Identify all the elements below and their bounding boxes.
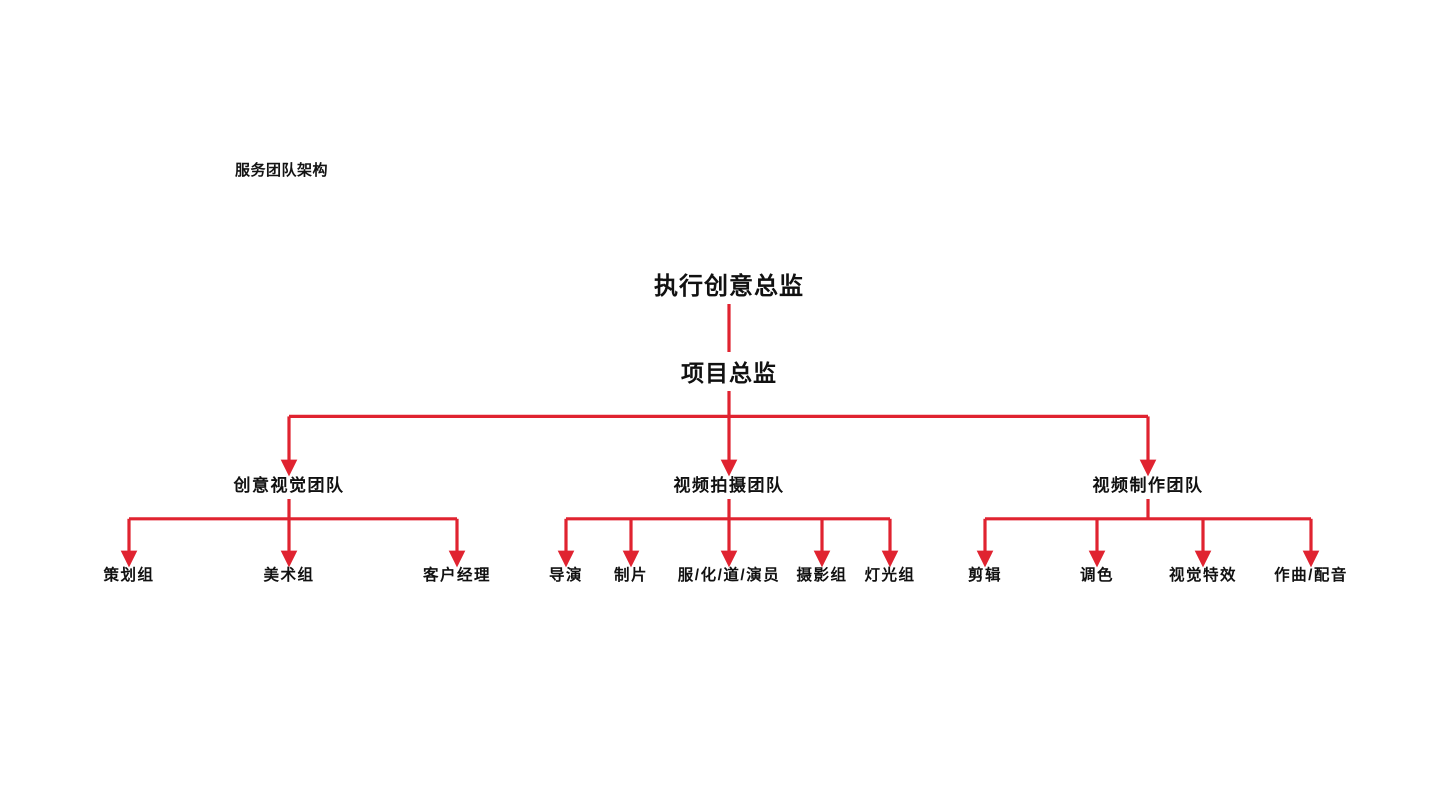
org-node-n1[interactable]: 项目总监 <box>681 360 777 386</box>
org-node-l7[interactable]: 摄影组 <box>796 567 848 584</box>
org-node-g3[interactable]: 视频制作团队 <box>1092 476 1204 495</box>
org-node-g2[interactable]: 视频拍摄团队 <box>673 476 785 495</box>
org-node-l3[interactable]: 客户经理 <box>422 567 492 584</box>
org-node-l11[interactable]: 视觉特效 <box>1168 567 1238 584</box>
org-node-l2[interactable]: 美术组 <box>263 567 315 584</box>
org-node-l12[interactable]: 作曲/配音 <box>1274 567 1348 584</box>
org-node-l1[interactable]: 策划组 <box>103 567 155 584</box>
org-node-n0[interactable]: 执行创意总监 <box>654 273 804 300</box>
org-node-l10[interactable]: 调色 <box>1079 567 1115 584</box>
org-node-l4[interactable]: 导演 <box>548 567 584 584</box>
org-node-l9[interactable]: 剪辑 <box>967 567 1003 584</box>
org-node-l8[interactable]: 灯光组 <box>864 567 916 584</box>
org-node-g1[interactable]: 创意视觉团队 <box>233 476 345 495</box>
org-node-l6[interactable]: 服/化/道/演员 <box>677 567 781 584</box>
org-node-l5[interactable]: 制片 <box>613 567 649 584</box>
page-title: 服务团队架构 <box>235 162 329 179</box>
